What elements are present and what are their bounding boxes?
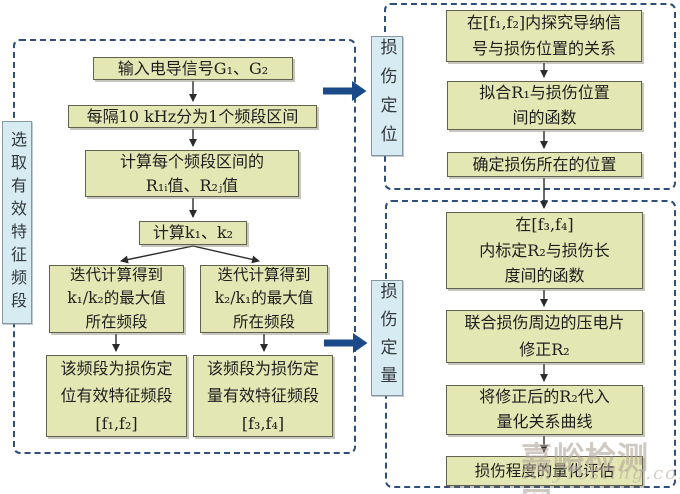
quantitative-evaluation-box: 损伤程度的量化评估	[446, 456, 643, 486]
band-split-box: 每隔10 kHz分为1个频段区间	[68, 105, 317, 128]
side-label-damage-quantification: 损伤定量	[371, 280, 403, 396]
side-label-feature-band-selection: 选取有效特征频段	[2, 121, 32, 324]
calibrate-r2-box: 在[f₃,f₄] 内标定R₂与损伤长 度间的函数	[446, 212, 643, 289]
quantification-band-box: 该频段为损伤定 量有效特征频段 [f₃,f₄]	[193, 355, 333, 437]
compute-r-values-box: 计算每个频段区间的 R₁ᵢ值、R₂ⱼ值	[85, 150, 299, 197]
explore-relation-box: 在[f₁,f₂]内探究导纳信 号与损伤位置的关系	[446, 10, 642, 62]
determine-location-box: 确定损伤所在的位置	[447, 152, 642, 177]
localization-band-box: 该频段为损伤定 位有效特征频段 [f₁,f₂]	[46, 355, 187, 437]
input-conductance-box: 输入电导信号G₁、G₂	[93, 57, 293, 80]
substitute-r2-box: 将修正后的R₂代入 量化关系曲线	[446, 385, 643, 435]
correct-r2-box: 联合损伤周边的压电片 修正R₂	[446, 310, 643, 363]
side-label-damage-localization: 损伤定位	[371, 36, 403, 156]
fit-r1-function-box: 拟合R₁与损伤位置 间的函数	[447, 81, 642, 130]
iterate-k2k1-box: 迭代计算得到 k₂/k₁的最大值 所在频段	[200, 265, 328, 333]
compute-k-values-box: 计算k₁、k₂	[139, 221, 247, 245]
iterate-k1k2-box: 迭代计算得到 k₁/k₂的最大值 所在频段	[49, 265, 184, 333]
